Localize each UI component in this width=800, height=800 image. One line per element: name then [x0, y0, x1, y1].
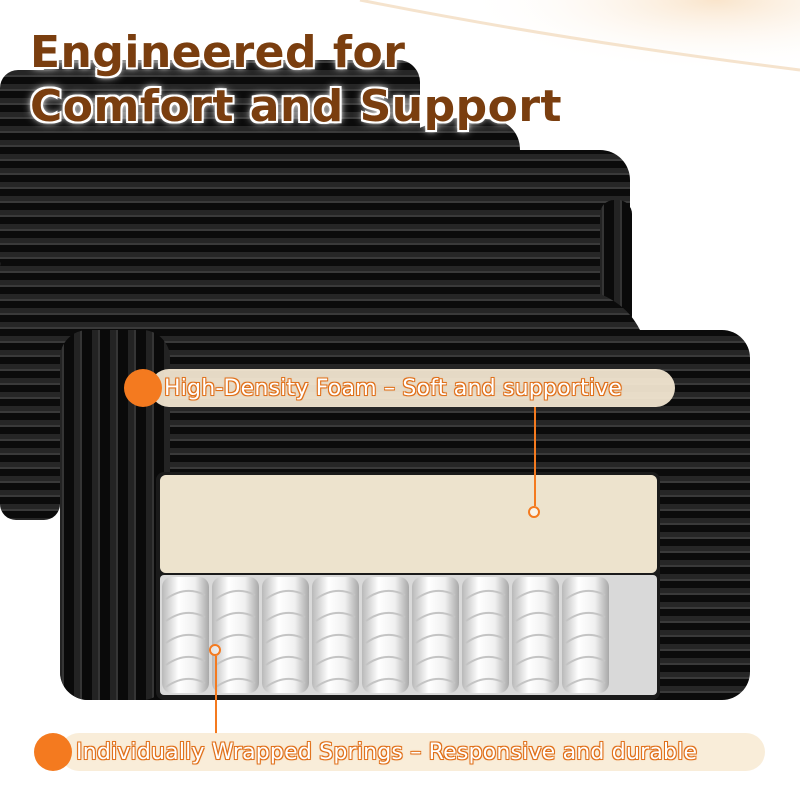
- spring-coil-wrap: [265, 633, 306, 644]
- spring-coil-wrap: [365, 633, 406, 644]
- spring-coil-wrap: [165, 611, 206, 622]
- spring-coil-wrap: [565, 655, 606, 666]
- spring-coil-wrap: [465, 589, 506, 600]
- spring-coil-wrap: [465, 611, 506, 622]
- spring-coil-wrap: [165, 633, 206, 644]
- spring-coil-wrap: [165, 677, 206, 688]
- spring-coil-wrap: [315, 589, 356, 600]
- callout-foam-label: High-Density Foam – Soft and supportive: [164, 375, 623, 401]
- spring-coil-wrap: [315, 677, 356, 688]
- spring-coil-wrap: [565, 611, 606, 622]
- spring-coil-wrap: [565, 633, 606, 644]
- headline-line-1: Engineered for: [30, 27, 406, 78]
- spring-coil-wrap: [265, 611, 306, 622]
- bullet-dot-icon: [34, 733, 72, 771]
- foam-leader-line: [534, 406, 536, 506]
- springs-marker: [209, 644, 221, 656]
- callout-foam: High-Density Foam – Soft and supportive: [124, 369, 675, 407]
- spring-coil-wrap: [265, 589, 306, 600]
- bullet-dot-icon: [124, 369, 162, 407]
- headline: Engineered for Comfort and Support: [30, 26, 562, 134]
- foam-marker: [528, 506, 540, 518]
- spring-coil-wrap: [165, 589, 206, 600]
- callout-springs: Individually Wrapped Springs – Responsiv…: [34, 733, 765, 771]
- spring-coil-wrap: [465, 633, 506, 644]
- spring-coil-wrap: [465, 677, 506, 688]
- spring-coil-wrap: [215, 589, 256, 600]
- headline-line-2: Comfort and Support: [30, 81, 563, 132]
- spring-coil-wrap: [165, 655, 206, 666]
- spring-coil-wrap: [365, 677, 406, 688]
- spring-coil-wrap: [465, 655, 506, 666]
- spring-coil-wrap: [415, 633, 456, 644]
- spring-coil-wrap: [265, 655, 306, 666]
- spring-coil-wrap: [415, 677, 456, 688]
- spring-coil-wrap: [415, 655, 456, 666]
- spring-coil-wrap: [215, 677, 256, 688]
- spring-coil-wrap: [565, 677, 606, 688]
- spring-coil-wrap: [215, 633, 256, 644]
- spring-coil-wrap: [365, 589, 406, 600]
- spring-coil-wrap: [415, 589, 456, 600]
- spring-coil-wrap: [515, 677, 556, 688]
- spring-coil-wrap: [215, 655, 256, 666]
- spring-coil-wrap: [415, 611, 456, 622]
- spring-coil-wrap: [515, 633, 556, 644]
- spring-coil-wrap: [215, 611, 256, 622]
- spring-coil-wrap: [315, 633, 356, 644]
- spring-coil-wrap: [565, 589, 606, 600]
- spring-coil-wrap: [265, 677, 306, 688]
- spring-coil-wrap: [515, 589, 556, 600]
- spring-coil-wrap: [315, 655, 356, 666]
- spring-coil-wrap: [315, 611, 356, 622]
- callout-springs-label: Individually Wrapped Springs – Responsiv…: [76, 739, 698, 765]
- spring-coil-wrap: [365, 611, 406, 622]
- springs-leader-line: [215, 656, 217, 734]
- spring-coil-wrap: [365, 655, 406, 666]
- spring-coil-wrap: [515, 655, 556, 666]
- spring-coil-wrap: [515, 611, 556, 622]
